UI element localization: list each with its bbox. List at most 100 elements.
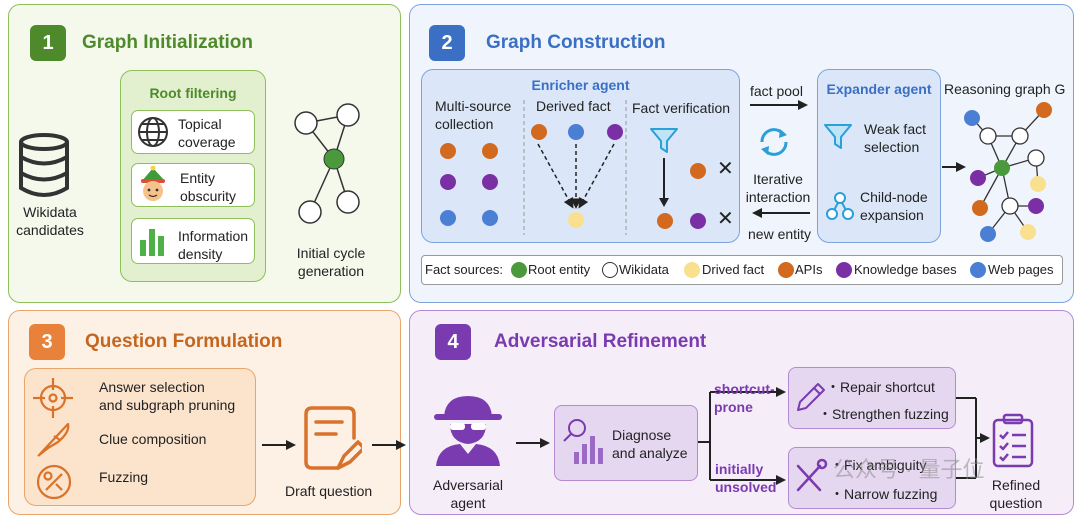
multi-source-label: Multi-source collection	[435, 98, 512, 132]
legend-swatch-web	[970, 262, 986, 278]
source-dot	[440, 174, 456, 190]
shortcut-prone-label: shortcut- prone	[714, 381, 775, 415]
verified-dot	[690, 213, 706, 229]
adversarial-agent-label: Adversarial agent	[432, 477, 504, 511]
arrow-left-new-entity	[752, 208, 810, 218]
source-dot	[440, 143, 456, 159]
elf-face-icon	[141, 166, 165, 201]
verified-dot	[657, 213, 673, 229]
child-node-label: Child-node expansion	[860, 189, 928, 223]
draft-question-label: Draft question	[285, 483, 373, 499]
reasoning-graph	[964, 102, 1052, 242]
diagnose-label: Diagnose and analyze	[612, 427, 688, 461]
crosshair-icon	[33, 378, 73, 418]
database-icon	[19, 133, 69, 197]
root-filtering-title: Root filtering	[149, 85, 237, 101]
legend-kb: Knowledge bases	[854, 262, 957, 277]
refined-question-label: Refined question	[989, 477, 1043, 511]
unsolved-fix-box	[788, 447, 956, 509]
panel-title-1: Graph Initialization	[82, 32, 254, 53]
source-dot	[440, 210, 456, 226]
tools-icon	[36, 464, 72, 500]
branch-arrows	[698, 387, 786, 485]
wikidata-candidates-label: Wikidata candidates	[16, 204, 84, 238]
weak-fact-label: Weak fact selection	[864, 121, 926, 155]
fact-pool-label: fact pool	[750, 83, 803, 99]
information-density-label: Information density	[178, 228, 249, 262]
legend-swatch-derived	[684, 262, 700, 278]
initially-unsolved-label: initially unsolved	[715, 461, 777, 495]
magnifier-chart-icon	[563, 419, 603, 464]
source-dot	[482, 143, 498, 159]
answer-selection-label: Answer selection and subgraph pruning	[99, 379, 236, 413]
step-badge-1: 1	[30, 25, 66, 61]
diagnose-box	[554, 405, 698, 481]
bar-chart-icon	[140, 229, 164, 256]
checklist-icon	[992, 413, 1034, 468]
derived-input-dot	[568, 124, 584, 140]
legend-prefix: Fact sources:	[425, 262, 504, 277]
verified-dot	[690, 163, 706, 179]
expander-agent-title: Expander agent	[826, 81, 932, 97]
quill-icon	[37, 422, 70, 457]
fuzzing-label: Fuzzing	[99, 469, 149, 485]
legend-root: Root entity	[528, 262, 591, 277]
step-badge-4: 4	[435, 324, 471, 360]
step-badge-2: 2	[429, 25, 465, 61]
topical-coverage-label: Topical coverage	[178, 116, 236, 150]
funnel-icon	[650, 128, 678, 153]
source-dot	[482, 210, 498, 226]
merge-arrows	[956, 397, 990, 479]
entity-obscurity-label: Entity obscurity	[180, 170, 237, 204]
clue-composition-label: Clue composition	[99, 431, 207, 447]
enricher-agent-title: Enricher agent	[531, 77, 630, 93]
legend-web: Web pages	[988, 262, 1054, 277]
legend-derived: Drived fact	[702, 262, 765, 277]
iterative-interaction-label: Iterative interaction	[745, 171, 811, 205]
watermark: 公众号 · 量子位	[833, 457, 985, 482]
source-dot	[482, 174, 498, 190]
arrow-to-draft	[262, 440, 296, 450]
strengthen-fuzzing-item: ・Strengthen fuzzing	[818, 406, 949, 422]
step-badge-3: 3	[29, 324, 65, 360]
panel-title-4: Adversarial Refinement	[494, 331, 707, 352]
reject-x-icon: ✕	[717, 208, 734, 230]
legend-swatch-root	[511, 262, 527, 278]
panel-title-2: Graph Construction	[486, 32, 666, 53]
pencil-icon	[797, 383, 825, 411]
reasoning-graph-label: Reasoning graph G	[944, 81, 1066, 97]
funnel-icon	[824, 124, 852, 149]
arrow-to-reasoning-graph	[942, 162, 966, 172]
arrow-right-fact-pool	[750, 100, 808, 110]
enricher-dividers	[523, 100, 627, 235]
repair-shortcut-item: ・Repair shortcut	[826, 379, 935, 395]
arrow-to-diagnose	[516, 438, 550, 448]
legend-swatch-wikidata	[602, 262, 618, 278]
fix-ambiguity-item: ・Fix ambiguity	[830, 457, 927, 473]
globe-icon	[138, 117, 168, 147]
derived-input-dot	[531, 124, 547, 140]
narrow-fuzzing-item: ・Narrow fuzzing	[830, 486, 938, 502]
legend-swatch-kb	[836, 262, 852, 278]
legend-apis: APIs	[795, 262, 823, 277]
wrench-screwdriver-icon	[796, 458, 828, 492]
new-entity-label: new entity	[748, 226, 812, 242]
panel-title-3: Question Formulation	[85, 331, 283, 352]
legend-swatch-apis	[778, 262, 794, 278]
arrow-to-adversarial	[372, 440, 406, 450]
derived-fact-label: Derived fact	[536, 98, 611, 114]
derived-fact-dot	[568, 212, 584, 228]
initial-cycle-label: Initial cycle generation	[296, 245, 366, 279]
document-edit-icon	[304, 406, 362, 470]
spy-agent-icon	[434, 396, 502, 466]
cycle-arrows-icon	[760, 128, 788, 156]
derived-input-dot	[607, 124, 623, 140]
fact-sources-legend	[421, 255, 1063, 285]
initial-cycle-graph	[294, 103, 360, 224]
fact-verification-label: Fact verification	[632, 100, 731, 116]
tree-icon	[826, 192, 854, 220]
legend-wikidata: Wikidata	[619, 262, 669, 277]
reject-x-icon: ✕	[717, 158, 734, 180]
derived-arrows	[537, 143, 615, 209]
verify-arrow	[659, 158, 669, 207]
